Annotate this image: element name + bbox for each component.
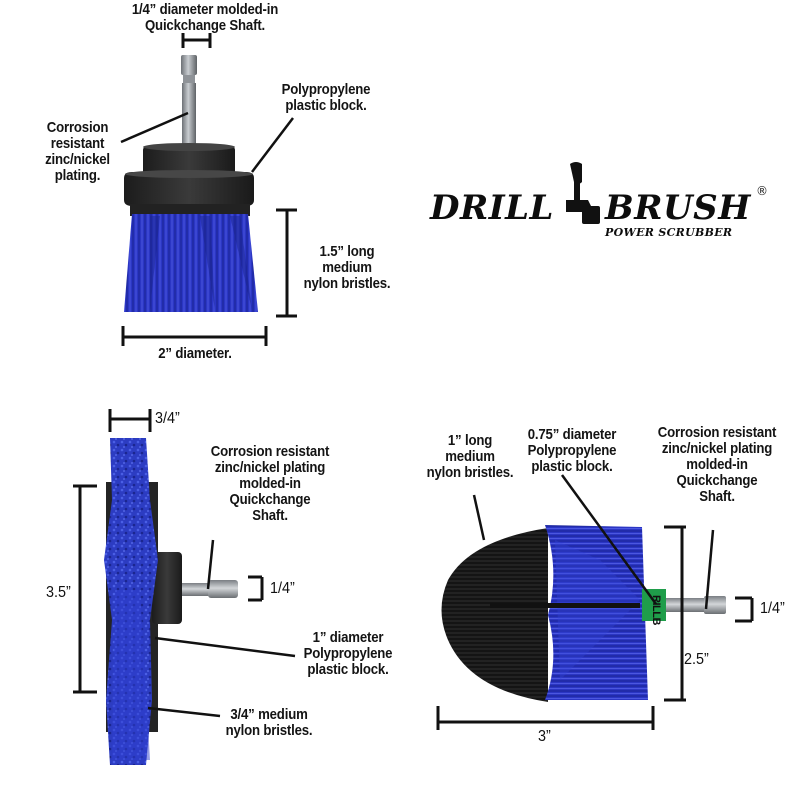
flat-brush-illustration	[104, 438, 238, 765]
top-brush-illustration	[124, 55, 258, 312]
top-shaft-label: 1/4” diameter molded-in Quickchange Shaf…	[131, 1, 279, 34]
logo-word-brush: BRUSH	[605, 188, 751, 228]
drill-silhouette-icon	[566, 162, 600, 224]
flat-height-dim: 3.5”	[46, 584, 71, 601]
top-block-label: Polypropylene plastic block.	[281, 81, 371, 114]
round-block-label: 0.75” diameter Polypropylene plastic blo…	[527, 426, 617, 475]
flat-shaft-dim: 1/4”	[270, 580, 295, 597]
round-height-dim: 2.5”	[684, 651, 709, 668]
collar-text: RILLB	[650, 595, 662, 625]
logo-tagline: POWER SCRUBBER	[605, 226, 733, 239]
flat-block-label: 1” diameter Polypropylene plastic block.	[303, 629, 393, 678]
flat-bristle-label: 3/4” medium nylon bristles.	[225, 706, 313, 739]
drillbrush-logo: DRILL BRUSH ® POWER SCRUBBER	[430, 160, 780, 250]
round-shaft-dim: 1/4”	[760, 600, 785, 617]
round-brush-dimension-lines	[436, 474, 754, 730]
round-brush-illustration	[441, 525, 726, 702]
top-brush-dimension-lines	[120, 33, 297, 346]
registered-mark: ®	[756, 184, 768, 198]
top-bristle-label: 1.5” long medium nylon bristles.	[303, 243, 391, 292]
flat-plating-label: Corrosion resistant zinc/nickel plating …	[210, 443, 330, 524]
flat-width-dim: 3/4”	[155, 410, 180, 427]
top-diameter-label: 2” diameter.	[158, 345, 232, 362]
round-plating-label: Corrosion resistant zinc/nickel plating …	[657, 424, 777, 505]
logo-word-drill: DRILL	[430, 188, 554, 228]
flat-brush-dimension-lines	[73, 409, 296, 718]
top-plating-label: Corrosion resistant zinc/nickel plating.	[45, 119, 110, 184]
round-bristle-label: 1” long medium nylon bristles.	[426, 432, 514, 481]
round-length-dim: 3”	[538, 728, 551, 745]
